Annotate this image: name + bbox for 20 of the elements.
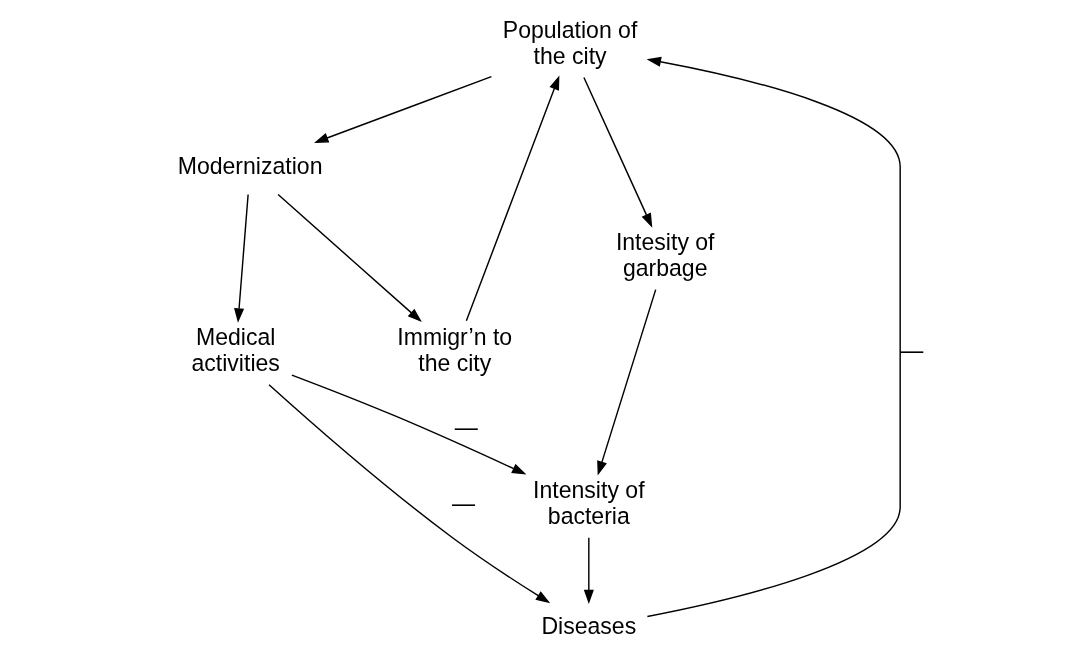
arrow [582,76,652,228]
node-text: Immigr’n to the city [396,324,512,377]
node-text: Medical activities [190,324,280,377]
arrow [290,374,526,475]
edge-label: — [899,337,923,364]
arrow [267,384,550,604]
node-text: Diseases [540,612,636,639]
node-text: Intesity of garbage [615,229,715,282]
node-text: Modernization [177,152,322,179]
node-text: Population of the city [502,17,637,70]
edge-label: — [454,413,478,440]
arrow [596,288,656,476]
arrow [276,193,422,323]
arrow [465,75,559,322]
arrow [313,75,492,143]
arrow [583,537,594,605]
edge-label: — [451,490,475,517]
node-text: Intensity of bacteria [532,477,645,529]
arrow [233,193,249,323]
arrow [646,56,901,618]
